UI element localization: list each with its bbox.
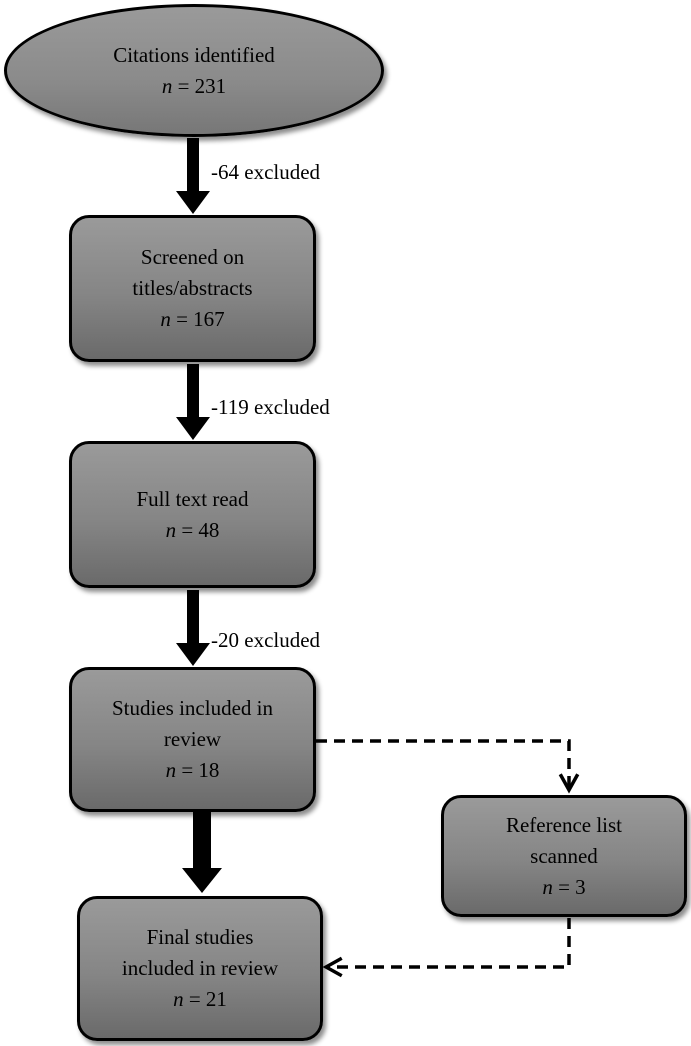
- node-count: n = 167: [160, 307, 225, 331]
- node-reference-list: Reference list scanned n = 3: [441, 795, 687, 917]
- node-studies-included: Studies included in review n = 18: [69, 667, 316, 812]
- node-full-text-read: Full text read n = 48: [69, 441, 316, 588]
- node-count: n = 18: [165, 758, 220, 782]
- node-label: Screened on: [140, 245, 245, 269]
- arrow-fulltext-to-included: [176, 590, 210, 666]
- arrow-screened-to-fulltext: [176, 364, 210, 440]
- exclusion-label-step2: -119 excluded: [211, 395, 330, 419]
- node-label: scanned: [530, 843, 598, 868]
- node-count: n = 3: [542, 874, 586, 899]
- arrow-citations-to-screened: [176, 138, 210, 214]
- node-label: titles/abstracts: [132, 276, 253, 300]
- node-count: n = 231: [161, 73, 227, 98]
- node-label: Full text read: [136, 486, 249, 511]
- node-citations-identified: Citations identified n = 231: [4, 4, 384, 137]
- node-label: review: [163, 727, 222, 751]
- node-label: included in review: [121, 956, 279, 980]
- node-label: Final studies: [146, 925, 254, 949]
- node-label: Studies included in: [112, 696, 273, 720]
- exclusion-label-step1: -64 excluded: [211, 160, 321, 184]
- exclusion-label-step3: -20 excluded: [211, 628, 321, 652]
- node-screened: Screened on titles/abstracts n = 167: [69, 215, 316, 362]
- node-label: Citations identified: [113, 42, 275, 67]
- node-count: n = 21: [173, 987, 227, 1011]
- node-label: Reference list: [505, 812, 623, 837]
- node-count: n = 48: [165, 517, 220, 542]
- dashed-arrow-included-to-reference: [316, 739, 569, 790]
- arrow-included-to-final: [182, 812, 222, 893]
- node-final-studies: Final studies included in review n = 21: [77, 896, 323, 1041]
- dashed-arrow-reference-to-final: [326, 918, 571, 967]
